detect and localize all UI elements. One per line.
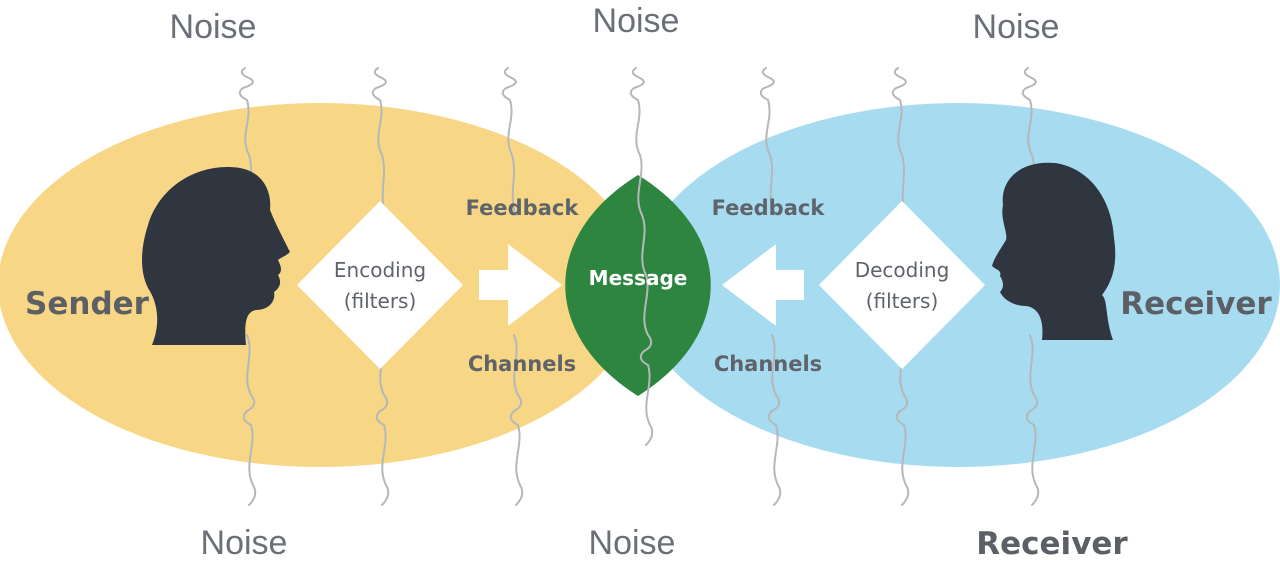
decoding-filter-diamond [819, 201, 985, 369]
left-feedback-label: Feedback [466, 196, 580, 220]
message-lens [565, 175, 711, 396]
receiver-caption: Receiver [976, 526, 1128, 562]
noise-lines [238, 67, 1040, 506]
noise-label-top-center: Noise [593, 2, 680, 40]
noise-line [238, 67, 257, 506]
noise-label-top-right: Noise [973, 8, 1060, 46]
sender-head-icon [142, 167, 290, 345]
noise-line [629, 67, 654, 446]
message-label: Message [589, 266, 688, 290]
noise-label-top-left: Noise [170, 8, 257, 46]
right-arrow-icon [479, 244, 562, 326]
sender-label: Sender [25, 286, 150, 322]
right-channels-label: Channels [714, 352, 822, 376]
encoding-filters-label: (filters) [344, 289, 417, 313]
noise-line [371, 67, 390, 506]
decoding-filters-label: (filters) [866, 289, 939, 313]
left-arrow-icon [722, 244, 804, 326]
noise-line [501, 67, 524, 506]
left-channels-label: Channels [468, 352, 576, 376]
noise-line [891, 67, 910, 506]
noise-line [759, 67, 782, 506]
receiver-label: Receiver [1120, 286, 1272, 322]
right-feedback-label: Feedback [712, 196, 826, 220]
receiver-head-icon [992, 162, 1116, 340]
decoding-label: Decoding [855, 258, 950, 282]
noise-label-bottom-left: Noise [201, 524, 288, 562]
noise-label-bottom-center: Noise [589, 524, 676, 562]
encoding-filter-diamond [297, 201, 463, 369]
encoding-label: Encoding [334, 258, 426, 282]
